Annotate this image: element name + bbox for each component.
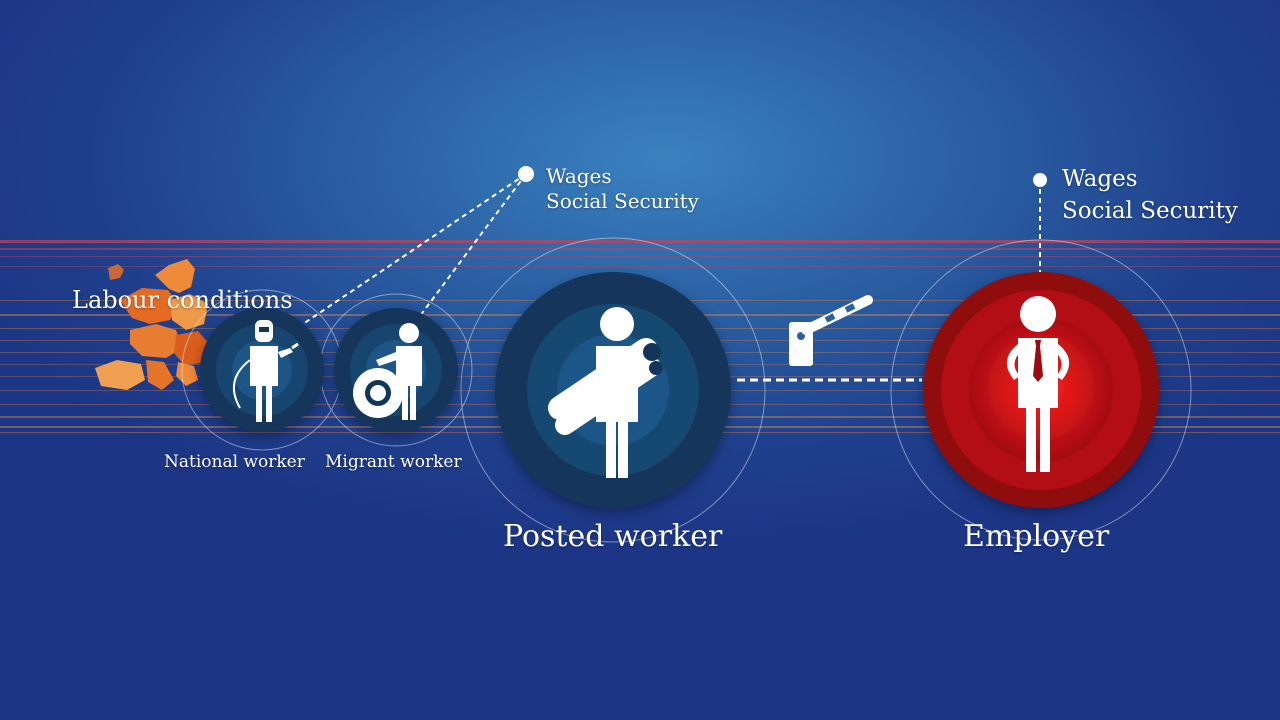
social-security-label-employer: Social Security — [1062, 198, 1238, 224]
businessman-icon — [1006, 296, 1070, 472]
employer-label: Employer — [963, 519, 1110, 554]
social-security-label-worker: Social Security — [546, 189, 699, 213]
labour-conditions-label: Labour conditions — [72, 286, 293, 314]
worker-carrying-pipes-icon — [548, 307, 663, 478]
national-worker-label: National worker — [164, 452, 305, 472]
connector-lines — [299, 173, 1041, 382]
europe-map-icon — [95, 259, 210, 390]
wages-label-worker: Wages — [546, 164, 612, 188]
callout-dot-employer — [1033, 173, 1047, 187]
callout-dot-worker — [518, 166, 534, 182]
posted-worker-label: Posted worker — [503, 519, 723, 554]
boom-barrier-icon — [789, 295, 873, 366]
worker-with-tire-icon — [353, 323, 422, 420]
wages-label-employer: Wages — [1062, 166, 1138, 192]
migrant-worker-label: Migrant worker — [325, 452, 462, 472]
welder-icon — [232, 320, 299, 422]
